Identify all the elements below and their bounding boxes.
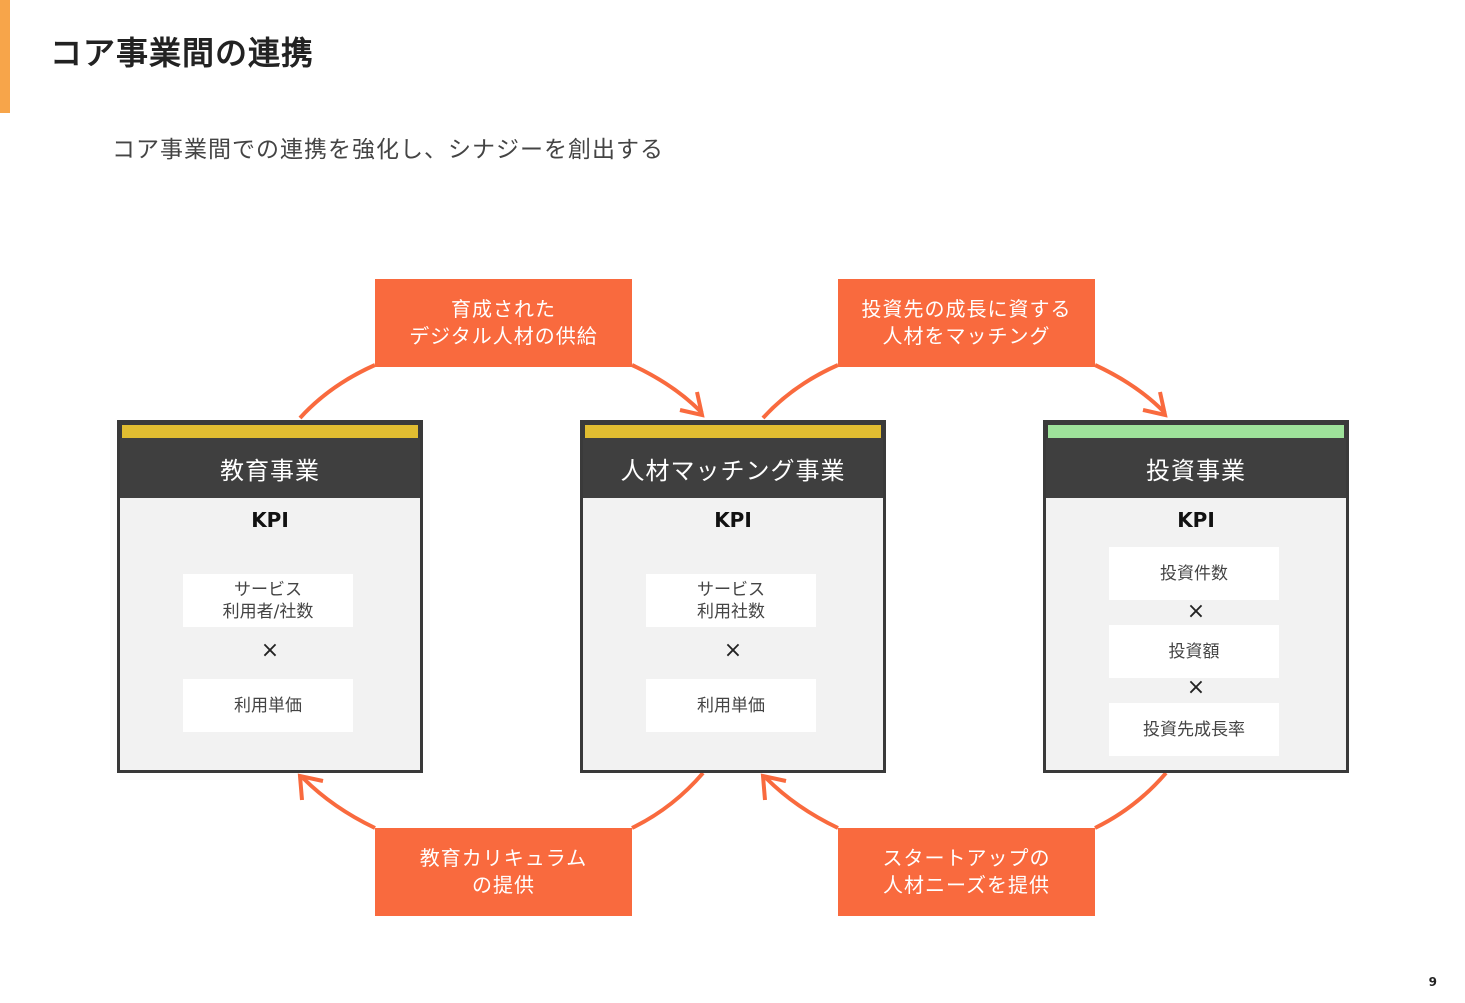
times-icon: × xyxy=(1186,599,1206,624)
flow-line: 投資先の成長に資する xyxy=(861,297,1072,321)
flow-line: デジタル人材の供給 xyxy=(409,324,598,348)
metric-box: サービス 利用社数 xyxy=(646,574,816,627)
flow-line: 育成された xyxy=(450,297,556,321)
flow-line: 教育カリキュラム xyxy=(419,846,588,870)
card-title: 教育事業 xyxy=(120,438,420,498)
flow-line: 人材をマッチング xyxy=(882,324,1051,348)
times-icon: × xyxy=(1186,675,1206,700)
flow-line: の提供 xyxy=(472,873,535,897)
kpi-label: KPI xyxy=(1177,508,1215,532)
metric-line: サービス xyxy=(234,579,302,600)
kpi-label: KPI xyxy=(714,508,752,532)
arrow-bottom-left-out xyxy=(301,776,376,830)
arrow-top-right-out xyxy=(1094,363,1167,415)
arrowhead-bottom-right xyxy=(760,773,787,801)
card-color-strip xyxy=(583,423,883,438)
kpi-label: KPI xyxy=(251,508,289,532)
metric-box: 利用単価 xyxy=(646,679,816,732)
metric-box: 投資額 xyxy=(1109,625,1279,678)
page-number: 9 xyxy=(1428,975,1437,989)
metric-line: 利用者/社数 xyxy=(222,601,314,622)
times-icon: × xyxy=(723,638,743,663)
arrowhead-bottom-left xyxy=(297,773,324,801)
arrow-top-left-out xyxy=(631,363,704,415)
card-title: 投資事業 xyxy=(1046,438,1346,498)
metric-box: 投資件数 xyxy=(1109,547,1279,600)
metric-box: サービス 利用者/社数 xyxy=(183,574,353,627)
arrow-top-left-in xyxy=(298,363,376,420)
flow-label-startup-needs: スタートアップの 人材ニーズを提供 xyxy=(838,828,1095,916)
card-title: 人材マッチング事業 xyxy=(583,438,883,498)
arrowhead-top-right xyxy=(1142,391,1168,418)
card-color-strip xyxy=(120,423,420,438)
flow-line: 人材ニーズを提供 xyxy=(883,873,1050,897)
flow-label-talent-matching: 投資先の成長に資する 人材をマッチング xyxy=(838,279,1095,367)
card-color-strip xyxy=(1046,423,1346,438)
card-matching: 人材マッチング事業 KPI サービス 利用社数 × 利用単価 xyxy=(580,420,886,773)
page-subtitle: コア事業間での連携を強化し、シナジーを創出する xyxy=(112,137,664,163)
metric-box: 利用単価 xyxy=(183,679,353,732)
card-investment: 投資事業 KPI 投資件数 × 投資額 × 投資先成長率 xyxy=(1043,420,1349,773)
accent-bar xyxy=(0,0,10,113)
arrow-bottom-left-in xyxy=(631,771,705,830)
times-icon: × xyxy=(260,638,280,663)
flow-line: スタートアップの xyxy=(882,846,1051,870)
metric-line: サービス xyxy=(697,579,765,600)
metric-box: 投資先成長率 xyxy=(1109,703,1279,756)
arrow-top-right-in xyxy=(761,363,839,420)
arrowhead-top-left xyxy=(679,391,705,418)
flow-label-curriculum: 教育カリキュラム の提供 xyxy=(375,828,632,916)
flow-label-talent-supply: 育成された デジタル人材の供給 xyxy=(375,279,632,367)
arrow-bottom-right-in xyxy=(1094,771,1168,830)
arrow-bottom-right-out xyxy=(764,776,839,830)
card-education: 教育事業 KPI サービス 利用者/社数 × 利用単価 xyxy=(117,420,423,773)
metric-line: 利用社数 xyxy=(697,601,765,622)
page-title: コア事業間の連携 xyxy=(50,34,315,72)
